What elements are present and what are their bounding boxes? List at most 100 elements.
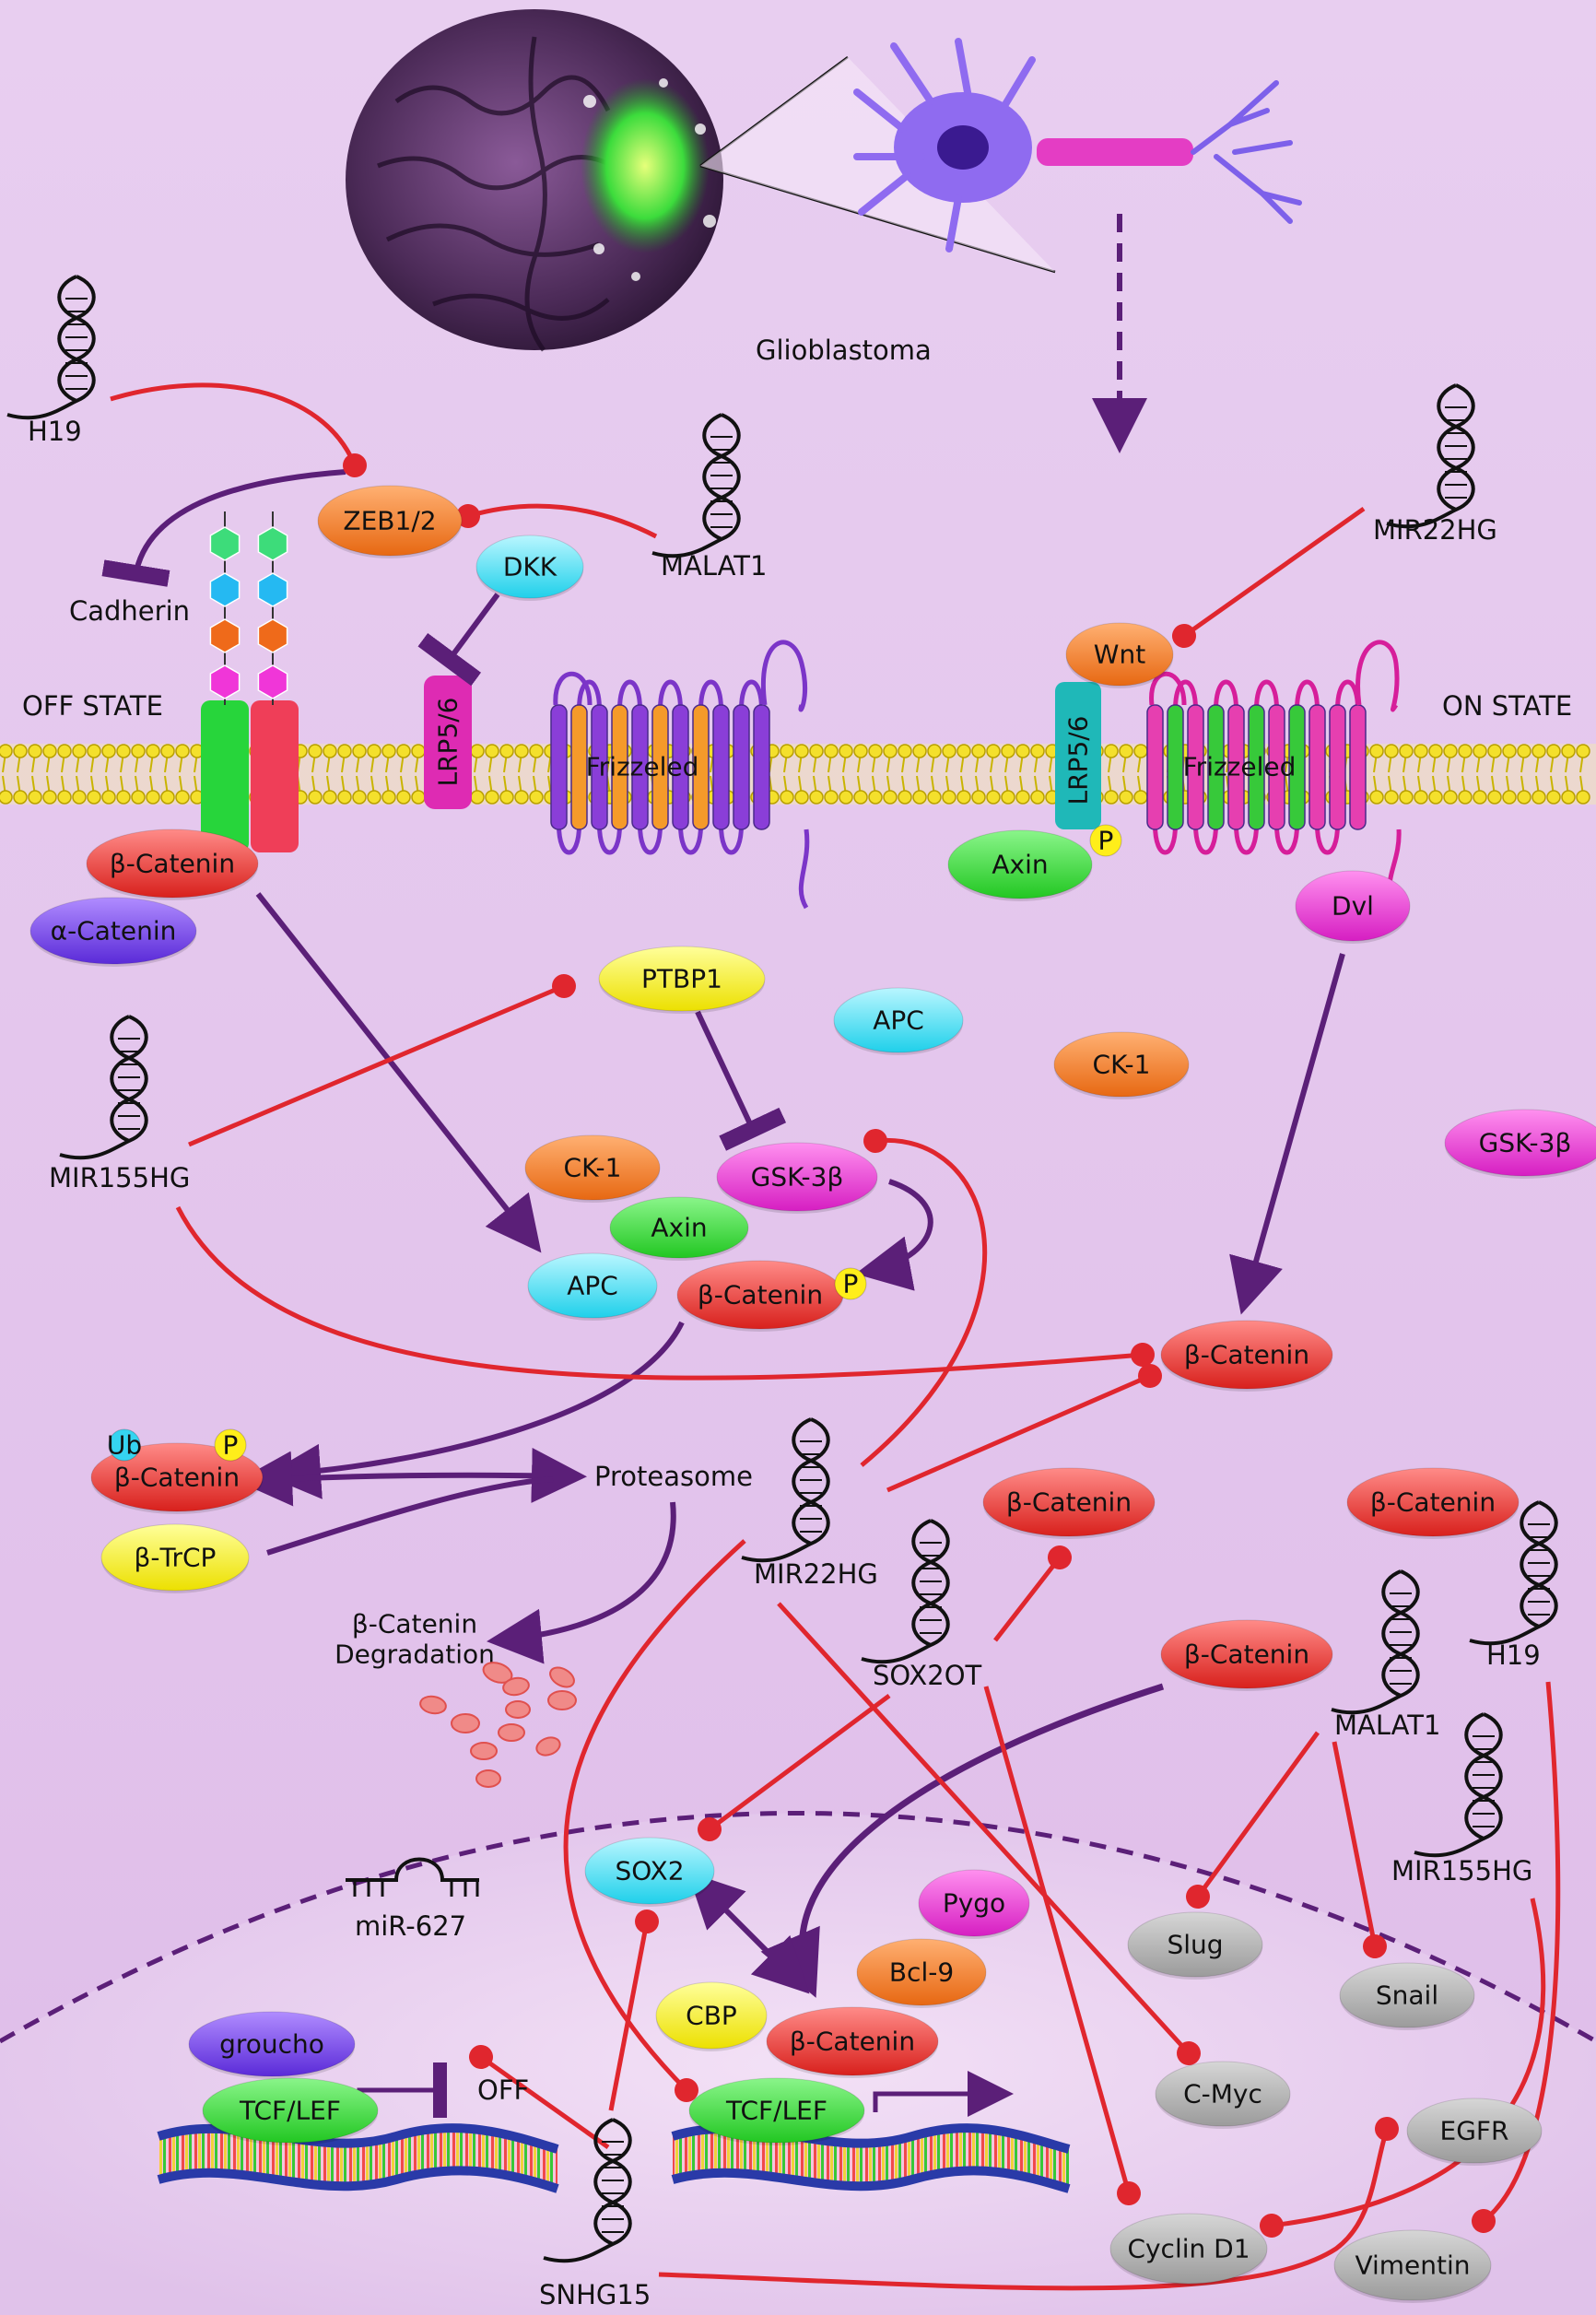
neuron-illustration	[853, 38, 1302, 253]
mir155hg-bcat-link	[175, 1205, 1155, 1381]
gsk-phosphorylates-bcat	[855, 1179, 933, 1291]
on-state-label: ON STATE	[1442, 690, 1572, 722]
node-cbp: CBP	[655, 1981, 768, 2051]
node-apc-top: APC	[833, 987, 964, 1055]
node-dvl-label: Dvl	[1332, 891, 1374, 922]
node-axin-on-label: Axin	[992, 850, 1048, 880]
mir22hg-gsk-link	[860, 1129, 988, 1467]
node-pygo-label: Pygo	[943, 1888, 1005, 1919]
node-dkk-label: DKK	[503, 552, 557, 582]
snhg15-sox2-link	[608, 1910, 659, 2111]
node-ptbp1-label: PTBP1	[641, 964, 722, 994]
node-bcat-phos-label: β-Catenin	[698, 1280, 823, 1310]
bcat-to-complex-arrow	[255, 892, 542, 1253]
node-wnt-label: Wnt	[1094, 640, 1145, 670]
lncrna-mir155hg-right-icon: MIR155HG	[1391, 1712, 1532, 1886]
dkk-inhibits-lrp	[417, 593, 500, 687]
node-bcat-membrane-label: β-Catenin	[110, 849, 235, 879]
node-egfr-label: EGFR	[1440, 2116, 1509, 2146]
on-transcription-arrow	[873, 2071, 1014, 2117]
node-ck1-complex: CK-1	[524, 1134, 661, 1203]
lncrna-malat1-right-label: MALAT1	[1334, 1710, 1440, 1741]
cadherin-receptor	[201, 511, 299, 852]
zoom-wedge	[700, 57, 1055, 272]
p-badge-bcat-label: P	[843, 1269, 859, 1299]
p-badge-ub-bcat-label: P	[223, 1430, 239, 1461]
lncrna-sox2ot-label: SOX2OT	[873, 1660, 982, 1691]
lncrna-mir155hg-right-label: MIR155HG	[1391, 1855, 1532, 1886]
node-apc-complex: APC	[527, 1252, 658, 1321]
p-badge-ub-bcat: P	[214, 1428, 247, 1462]
degradation-fragments-icon	[419, 1662, 577, 1788]
h19-zeb-link	[110, 382, 367, 477]
dvl-to-bcat-arrow	[1229, 953, 1345, 1315]
node-snail: Snail	[1339, 1962, 1475, 2030]
node-axin-complex: Axin	[609, 1196, 749, 1261]
lrp5-6-off-receptor: LRP5/6	[424, 676, 472, 809]
lncrna-malat1-top-icon: MALAT1	[651, 413, 767, 582]
p-badge-axin: P	[1089, 824, 1122, 857]
node-bcat-membrane: β-Catenin	[86, 828, 259, 900]
lncrna-malat1-right-icon: MALAT1	[1331, 1569, 1440, 1741]
node-tcf-off-label: TCF/LEF	[239, 2096, 341, 2126]
node-bcat-on-label: β-Catenin	[1184, 1340, 1309, 1370]
sox2ot-bcat-link	[993, 1545, 1072, 1642]
mir155hg-ptbp1-link	[188, 974, 576, 1147]
node-egfr: EGFR	[1406, 2098, 1543, 2166]
node-groucho-label: groucho	[219, 2029, 324, 2060]
zeb-inhibits-cadherin	[101, 469, 346, 587]
node-pygo: Pygo	[918, 1869, 1030, 1939]
degradation-label-line1: β-Catenin	[352, 1609, 477, 1639]
degradation-label-line2: Degradation	[334, 1639, 495, 1670]
node-slug: Slug	[1127, 1911, 1263, 1980]
node-groucho: groucho	[188, 2011, 356, 2079]
mir-627-hairpin-icon	[346, 1857, 479, 1897]
lncrna-sox2ot-icon: SOX2OT	[861, 1519, 982, 1691]
lncrna-h19-right-label: H19	[1486, 1639, 1541, 1671]
snhg15-egfr-link	[658, 2117, 1399, 2291]
node-snail-label: Snail	[1376, 1980, 1438, 2011]
glioblastoma-label: Glioblastoma	[756, 335, 932, 366]
mir-627-label: miR-627	[355, 1910, 466, 1942]
p-badge-bcat: P	[834, 1267, 867, 1300]
lncrna-mir155hg-left-label: MIR155HG	[49, 1162, 190, 1193]
nuclear-envelope	[0, 1811, 1596, 2044]
malat1-zeb-link	[456, 503, 658, 539]
node-ptbp1: PTBP1	[598, 946, 766, 1014]
off-label: OFF	[477, 2074, 529, 2106]
node-bcat-sox-label: β-Catenin	[1006, 1487, 1132, 1518]
node-axin-complex-label: Axin	[651, 1213, 707, 1243]
lrp5-6-on-label: LRP5/6	[1063, 715, 1094, 805]
frizzled-off-label: Frizzeled	[586, 752, 699, 782]
node-dvl: Dvl	[1295, 870, 1411, 944]
proteasome-label: Proteasome	[594, 1461, 753, 1492]
node-acat: α-Catenin	[29, 897, 197, 967]
lncrna-h19-top-label: H19	[28, 416, 82, 447]
node-sox2-label: SOX2	[615, 1856, 684, 1886]
node-tcf-off: TCF/LEF	[202, 2077, 379, 2145]
node-cbp-label: CBP	[686, 2001, 737, 2031]
malat1-slug-link	[1186, 1731, 1320, 1909]
node-vimentin: Vimentin	[1333, 2229, 1492, 2303]
ub-badge: Ub	[107, 1428, 142, 1462]
lncrna-h19-right-icon: H19	[1469, 1500, 1558, 1671]
ub-badge-label: Ub	[107, 1430, 142, 1461]
node-bcat-far-label: β-Catenin	[1370, 1487, 1496, 1518]
node-bcl9: Bcl-9	[856, 1938, 987, 2008]
ptbp1-inhibits-gsk	[695, 1010, 787, 1151]
mir22hg-wnt-link	[1172, 506, 1366, 648]
frizzled-off-receptor: Frizzeled	[550, 640, 810, 910]
lncrna-snhg15-label: SNHG15	[539, 2279, 651, 2310]
node-bcat-nuc-entry-label: β-Catenin	[1184, 1639, 1309, 1670]
node-cmyc: C-Myc	[1155, 2061, 1291, 2129]
node-sox2: SOX2	[584, 1837, 715, 1907]
node-cyclind1-label: Cyclin D1	[1127, 2234, 1250, 2264]
lncrna-mir22hg-top-icon: MIR22HG	[1373, 383, 1497, 546]
lncrna-mir22hg-top-label: MIR22HG	[1373, 514, 1497, 546]
node-gsk-complex: GSK-3β	[716, 1142, 878, 1214]
lncrna-mir22hg-mid-icon: MIR22HG	[741, 1417, 878, 1590]
node-slug-label: Slug	[1167, 1930, 1223, 1960]
node-ck1-right-label: CK-1	[1093, 1050, 1151, 1080]
node-bcat-ub-label: β-Catenin	[114, 1463, 240, 1493]
